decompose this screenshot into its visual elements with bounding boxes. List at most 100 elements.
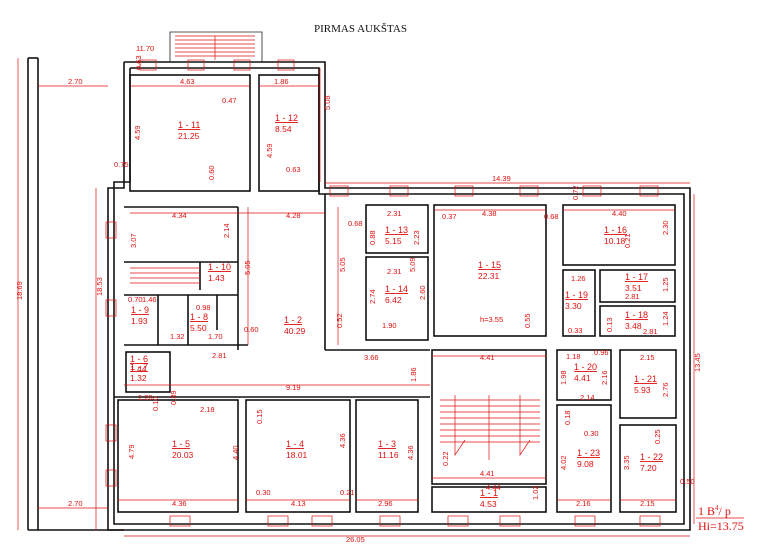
svg-text:4.59: 4.59 xyxy=(265,143,274,158)
svg-text:8.54: 8.54 xyxy=(275,124,292,134)
svg-text:2.18: 2.18 xyxy=(200,405,215,414)
svg-text:18.01: 18.01 xyxy=(286,450,308,460)
svg-text:1 - 7: 1 - 7 xyxy=(130,362,148,372)
svg-text:0.37: 0.37 xyxy=(442,212,457,221)
svg-text:11.70: 11.70 xyxy=(136,44,154,53)
svg-text:3.30: 3.30 xyxy=(565,301,582,311)
svg-text:2.96: 2.96 xyxy=(378,499,393,508)
svg-text:1 - 9: 1 - 9 xyxy=(131,305,149,315)
room-1-20: 1 - 204.41 xyxy=(574,362,597,383)
svg-text:0.55: 0.55 xyxy=(523,313,532,328)
svg-text:0.39: 0.39 xyxy=(169,390,178,405)
svg-text:18.53: 18.53 xyxy=(95,277,104,296)
svg-text:1 - 21: 1 - 21 xyxy=(634,374,657,384)
svg-text:4.36: 4.36 xyxy=(338,433,347,448)
svg-text:4.40: 4.40 xyxy=(612,209,627,218)
height-note: h=3.55 xyxy=(480,315,503,324)
svg-text:0.60: 0.60 xyxy=(207,165,216,180)
room-1-13: 1 - 135.15 xyxy=(385,225,408,246)
svg-text:4.41: 4.41 xyxy=(574,373,591,383)
svg-text:6.42: 6.42 xyxy=(385,295,402,305)
svg-text:0.75: 0.75 xyxy=(114,160,129,169)
svg-text:3.51: 3.51 xyxy=(625,283,642,293)
room-1-3: 1 - 311.16 xyxy=(378,439,399,460)
room-1-8: 1 - 85.50 xyxy=(190,312,208,333)
svg-text:1 - 1: 1 - 1 xyxy=(480,488,498,498)
interior-walls xyxy=(114,74,677,513)
svg-text:4.13: 4.13 xyxy=(291,499,306,508)
svg-text:4.02: 4.02 xyxy=(559,455,568,470)
svg-text:2.30: 2.30 xyxy=(661,220,670,235)
svg-text:4.38: 4.38 xyxy=(482,209,497,218)
svg-text:5.93: 5.93 xyxy=(634,385,651,395)
svg-text:3.66: 3.66 xyxy=(364,353,379,362)
svg-text:5.08: 5.08 xyxy=(323,95,332,110)
svg-text:1.86: 1.86 xyxy=(274,77,289,86)
svg-text:2.15: 2.15 xyxy=(640,499,655,508)
svg-text:2.20: 2.20 xyxy=(138,393,153,402)
svg-text:2.16: 2.16 xyxy=(576,499,591,508)
room-1-1: 1 - 14.53 xyxy=(480,488,498,509)
svg-text:0.70: 0.70 xyxy=(128,295,143,304)
svg-text:1.86: 1.86 xyxy=(409,367,418,382)
svg-text:1.70: 1.70 xyxy=(208,332,223,341)
svg-text:1 - 10: 1 - 10 xyxy=(208,262,231,272)
svg-text:1 - 13: 1 - 13 xyxy=(385,225,408,235)
dimension-values: 11.70 0.63 4.63 1.86 2.70 2.70 0.47 4.59… xyxy=(15,44,702,544)
room-1-7: 1 - 71.32 xyxy=(130,362,148,383)
svg-text:0.21: 0.21 xyxy=(623,233,632,248)
svg-text:Hi=13.75: Hi=13.75 xyxy=(698,519,744,533)
small-stair xyxy=(130,267,200,284)
svg-text:1 - 18: 1 - 18 xyxy=(625,310,648,320)
svg-text:2.31: 2.31 xyxy=(387,209,402,218)
svg-text:4.41: 4.41 xyxy=(480,469,495,478)
svg-text:0.68: 0.68 xyxy=(348,219,363,228)
svg-text:0.63: 0.63 xyxy=(134,55,143,70)
svg-text:0.52: 0.52 xyxy=(335,313,344,328)
svg-text:1 - 23: 1 - 23 xyxy=(577,448,600,458)
svg-text:0.22: 0.22 xyxy=(441,451,450,466)
svg-text:4.28: 4.28 xyxy=(286,211,301,220)
svg-text:1 B4/ p: 1 B4/ p xyxy=(698,504,731,518)
svg-text:21.25: 21.25 xyxy=(178,131,200,141)
svg-text:2.14: 2.14 xyxy=(222,223,231,238)
svg-text:4.59: 4.59 xyxy=(133,125,142,140)
central-stair xyxy=(440,395,540,460)
svg-text:4.34: 4.34 xyxy=(172,211,187,220)
svg-text:1 - 17: 1 - 17 xyxy=(625,272,648,282)
svg-text:2.81: 2.81 xyxy=(643,327,658,336)
svg-text:2.23: 2.23 xyxy=(412,230,421,245)
room-1-21: 1 - 215.93 xyxy=(634,374,657,395)
room-1-4: 1 - 418.01 xyxy=(286,439,308,460)
svg-text:1.90: 1.90 xyxy=(382,321,397,330)
svg-text:1 - 14: 1 - 14 xyxy=(385,284,408,294)
svg-text:0.30: 0.30 xyxy=(256,488,271,497)
room-1-14: 1 - 146.42 xyxy=(385,284,408,305)
svg-text:1.46: 1.46 xyxy=(142,295,157,304)
room-1-10: 1 - 101.43 xyxy=(208,262,231,283)
svg-text:2.16: 2.16 xyxy=(600,370,609,385)
svg-text:0.98: 0.98 xyxy=(196,303,211,312)
svg-text:1 - 2: 1 - 2 xyxy=(284,315,302,325)
svg-text:1 - 16: 1 - 16 xyxy=(604,225,627,235)
svg-text:2.76: 2.76 xyxy=(661,382,670,397)
svg-text:2.31: 2.31 xyxy=(387,267,402,276)
svg-text:3.48: 3.48 xyxy=(625,321,642,331)
floor-legend: 1 B4/ p Hi=13.75 xyxy=(696,504,744,533)
svg-text:2.14: 2.14 xyxy=(580,393,595,402)
svg-text:0.18: 0.18 xyxy=(563,410,572,425)
room-1-5: 1 - 520.03 xyxy=(172,439,194,460)
svg-text:1.44: 1.44 xyxy=(130,364,147,374)
svg-text:10.18: 10.18 xyxy=(604,236,626,246)
room-1-6: 1 - 61.44 xyxy=(130,354,148,374)
svg-text:0.33: 0.33 xyxy=(568,326,583,335)
svg-text:1.98: 1.98 xyxy=(559,370,568,385)
svg-text:4.44: 4.44 xyxy=(486,483,501,492)
svg-text:1.02: 1.02 xyxy=(531,485,540,500)
svg-text:0.88: 0.88 xyxy=(368,230,377,245)
svg-text:9.19: 9.19 xyxy=(286,383,301,392)
svg-text:4.79: 4.79 xyxy=(127,444,136,459)
